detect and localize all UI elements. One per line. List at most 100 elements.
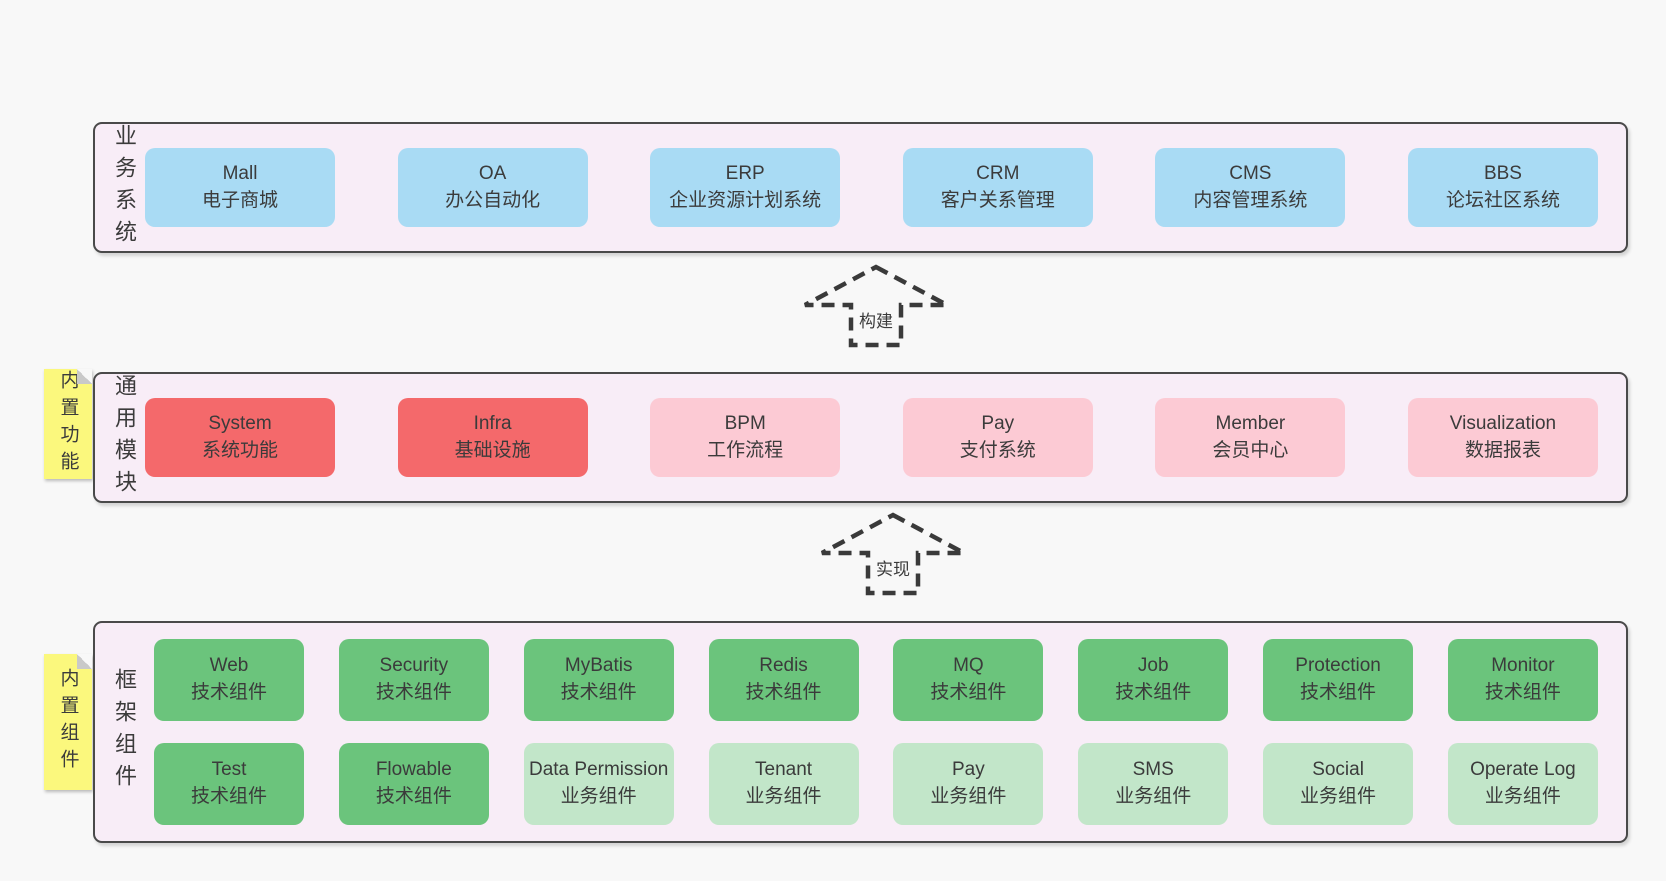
box-title: Redis	[759, 655, 808, 677]
layer-framework-components: 框架组件 Web 技术组件 Security 技术组件 MyBatis 技术组件…	[93, 621, 1628, 843]
box-subtitle: 技术组件	[1300, 682, 1377, 703]
box-job: Job 技术组件	[1078, 639, 1229, 721]
box-title: Flowable	[375, 759, 452, 781]
folded-corner-icon	[77, 369, 92, 384]
layer-business-systems: 业务系统 Mall 电子商城 OA 办公自动化 ERP 企业资源计划系统 CRM…	[93, 122, 1628, 253]
box-title: OA	[478, 162, 507, 184]
up-arrow-implement: 实现	[818, 512, 968, 596]
layer-common-modules: 通用模块 System 系统功能 Infra 基础设施 BPM 工作流程 Pay…	[93, 372, 1628, 503]
box-title: Test	[211, 759, 247, 781]
folded-corner-icon	[77, 654, 92, 669]
box-title: Member	[1215, 412, 1286, 434]
box-title: Mall	[222, 162, 258, 184]
box-title: Infra	[473, 412, 512, 434]
box-redis: Redis 技术组件	[708, 639, 859, 721]
box-mybatis: MyBatis 技术组件	[523, 639, 674, 721]
box-subtitle: 内容管理系统	[1193, 189, 1308, 211]
box-title: Visualization	[1449, 412, 1557, 434]
box-sms: SMS 业务组件	[1078, 743, 1229, 825]
box-protection: Protection 技术组件	[1263, 639, 1414, 721]
module-box-rows: System 系统功能 Infra 基础设施 BPM 工作流程 Pay 支付系统…	[95, 374, 1626, 501]
box-member: Member 会员中心	[1155, 398, 1346, 477]
box-security: Security 技术组件	[338, 639, 489, 721]
box-pay-module: Pay 支付系统	[902, 398, 1093, 477]
box-subtitle: 办公自动化	[445, 189, 541, 211]
box-subtitle: 技术组件	[1115, 682, 1192, 703]
box-subtitle: 数据报表	[1464, 439, 1541, 461]
box-title: Monitor	[1491, 655, 1555, 677]
box-title: CRM	[976, 162, 1020, 184]
box-subtitle: 论坛社区系统	[1445, 189, 1560, 211]
component-box-rows: Web 技术组件 Security 技术组件 MyBatis 技术组件 Redi…	[95, 623, 1626, 841]
box-subtitle: 客户关系管理	[940, 189, 1055, 211]
layer-common-modules-label: 通用模块	[112, 373, 137, 502]
box-operate-log: Operate Log 业务组件	[1447, 743, 1598, 825]
box-title: Social	[1312, 759, 1364, 781]
box-bbs: BBS 论坛社区系统	[1407, 148, 1598, 227]
box-subtitle: 技术组件	[745, 682, 822, 703]
box-subtitle: 技术组件	[375, 786, 452, 807]
sticky-note-builtin-components: 内置组件	[44, 654, 92, 790]
dashed-up-arrow-icon	[803, 264, 949, 348]
business-box-row: Mall 电子商城 OA 办公自动化 ERP 企业资源计划系统 CRM 客户关系…	[145, 148, 1598, 227]
box-data-permission: Data Permission 业务组件	[523, 743, 674, 825]
sticky-note-text: 内置组件	[57, 668, 79, 776]
box-subtitle: 技术组件	[190, 682, 267, 703]
box-flowable: Flowable 技术组件	[338, 743, 489, 825]
box-subtitle: 业务组件	[745, 786, 822, 807]
box-title: Pay	[981, 412, 1015, 434]
business-box-rows: Mall 电子商城 OA 办公自动化 ERP 企业资源计划系统 CRM 客户关系…	[95, 124, 1626, 251]
box-subtitle: 会员中心	[1212, 439, 1289, 461]
box-subtitle: 技术组件	[1484, 682, 1561, 703]
box-title: BPM	[724, 412, 766, 434]
box-test: Test 技术组件	[154, 743, 304, 825]
box-mq: MQ 技术组件	[893, 639, 1044, 721]
box-subtitle: 业务组件	[1484, 786, 1561, 807]
box-title: Operate Log	[1470, 759, 1576, 781]
box-bpm: BPM 工作流程	[650, 398, 841, 477]
box-subtitle: 业务组件	[1115, 786, 1192, 807]
box-title: Tenant	[755, 759, 813, 781]
box-title: Security	[379, 655, 449, 677]
module-box-row: System 系统功能 Infra 基础设施 BPM 工作流程 Pay 支付系统…	[145, 398, 1598, 477]
box-subtitle: 业务组件	[560, 786, 637, 807]
up-arrow-build: 构建	[801, 264, 951, 348]
box-title: Data Permission	[528, 759, 669, 781]
box-subtitle: 技术组件	[930, 682, 1007, 703]
sticky-note-builtin-features: 内置功能	[44, 369, 92, 479]
dashed-up-arrow-icon	[820, 512, 966, 596]
box-subtitle: 工作流程	[707, 439, 784, 461]
box-title: Web	[209, 655, 249, 677]
box-subtitle: 系统功能	[201, 439, 278, 461]
layer-business-systems-label: 业务系统	[112, 123, 137, 252]
sticky-note-text: 内置功能	[57, 370, 79, 478]
box-subtitle: 业务组件	[930, 786, 1007, 807]
box-subtitle: 电子商城	[201, 189, 278, 211]
box-web: Web 技术组件	[154, 639, 304, 721]
box-mall: Mall 电子商城	[145, 148, 335, 227]
box-crm: CRM 客户关系管理	[902, 148, 1093, 227]
box-infra: Infra 基础设施	[397, 398, 588, 477]
box-title: SMS	[1132, 759, 1174, 781]
arrow-build-label: 构建	[855, 306, 897, 333]
box-subtitle: 企业资源计划系统	[669, 189, 822, 211]
box-title: System	[208, 412, 272, 434]
component-box-row-2: Test 技术组件 Flowable 技术组件 Data Permission …	[154, 743, 1598, 825]
box-title: MyBatis	[564, 655, 633, 677]
component-box-row-1: Web 技术组件 Security 技术组件 MyBatis 技术组件 Redi…	[154, 639, 1598, 721]
box-title: Job	[1137, 655, 1169, 677]
box-oa: OA 办公自动化	[397, 148, 588, 227]
box-title: ERP	[725, 162, 765, 184]
box-subtitle: 技术组件	[375, 682, 452, 703]
box-system: System 系统功能	[145, 398, 335, 477]
box-subtitle: 基础设施	[454, 439, 531, 461]
layer-framework-components-label: 框架组件	[112, 668, 137, 796]
box-visualization: Visualization 数据报表	[1407, 398, 1598, 477]
box-pay-component: Pay 业务组件	[893, 743, 1044, 825]
box-cms: CMS 内容管理系统	[1155, 148, 1346, 227]
box-subtitle: 技术组件	[560, 682, 637, 703]
box-title: Protection	[1295, 655, 1381, 677]
box-subtitle: 技术组件	[190, 786, 267, 807]
box-title: BBS	[1483, 162, 1522, 184]
